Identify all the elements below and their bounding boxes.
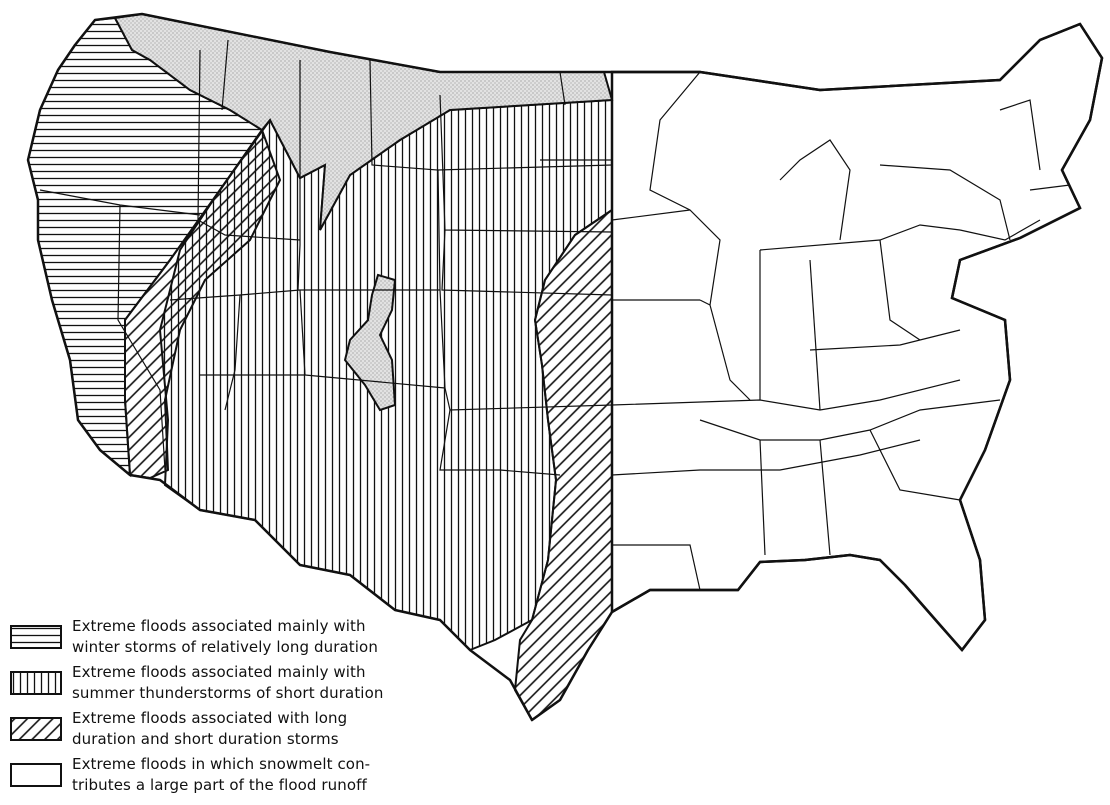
legend-text: Extreme floods associated mainly with wi… bbox=[72, 616, 378, 658]
legend-item-winter-storms: Extreme floods associated mainly with wi… bbox=[8, 616, 428, 662]
legend-line-1: Extreme floods associated mainly with bbox=[72, 617, 366, 635]
diagonal-hatch-swatch bbox=[10, 717, 62, 741]
us-outline bbox=[26, 12, 1104, 722]
map-legend: Extreme floods associated mainly with wi… bbox=[8, 616, 428, 800]
stipple-swatch bbox=[10, 763, 62, 787]
legend-text: Extreme floods associated mainly with su… bbox=[72, 662, 383, 704]
horizontal-hatch-swatch bbox=[10, 625, 62, 649]
region-fills bbox=[26, 12, 1104, 722]
legend-line-2: winter storms of relatively long duratio… bbox=[72, 638, 378, 656]
legend-item-mixed-storms: Extreme floods associated with long dura… bbox=[8, 708, 428, 754]
legend-text: Extreme floods in which snowmelt con- tr… bbox=[72, 754, 370, 796]
vertical-hatch-swatch bbox=[10, 671, 62, 695]
state-boundaries bbox=[39, 39, 1071, 591]
legend-line-2: tributes a large part of the flood runof… bbox=[72, 776, 367, 794]
legend-item-summer-thunderstorms: Extreme floods associated mainly with su… bbox=[8, 662, 428, 708]
legend-line-1: Extreme floods in which snowmelt con- bbox=[72, 755, 371, 773]
legend-text: Extreme floods associated with long dura… bbox=[72, 708, 347, 750]
legend-line-1: Extreme floods associated with long bbox=[72, 709, 348, 727]
legend-item-snowmelt: Extreme floods in which snowmelt con- tr… bbox=[8, 754, 428, 800]
legend-line-1: Extreme floods associated mainly with bbox=[72, 663, 366, 681]
legend-line-2: summer thunderstorms of short duration bbox=[72, 684, 384, 702]
legend-line-2: duration and short duration storms bbox=[72, 730, 339, 748]
snowmelt-island bbox=[343, 273, 397, 412]
